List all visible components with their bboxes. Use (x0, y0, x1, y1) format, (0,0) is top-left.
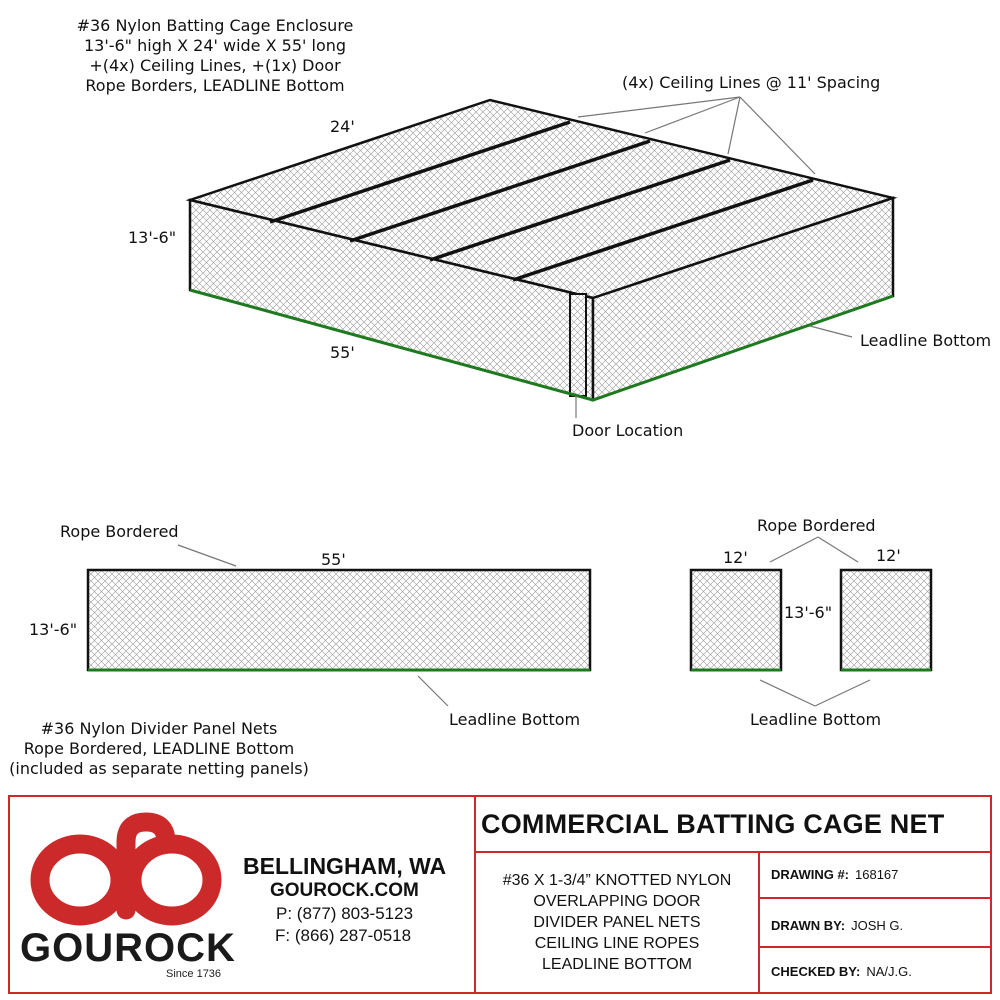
long-length-label: 55' (321, 550, 346, 569)
leader-ceiling-1 (577, 96, 741, 118)
drawn-by-label: DRAWN BY: (771, 918, 846, 933)
divider-panel-short-right (839, 568, 933, 672)
ceiling-line-4 (512, 178, 814, 282)
leader-ceiling-3 (727, 96, 741, 155)
gourock-logo-mark (30, 812, 222, 926)
spec-line-1: #36 X 1-3/4” KNOTTED NYLON (502, 872, 732, 889)
logo-left-ring (30, 834, 130, 926)
ceiling-line-3 (429, 158, 731, 262)
spec-line-2: OVERLAPPING DOOR (533, 893, 701, 910)
spec-line-3: DIVIDER PANEL NETS (533, 914, 701, 931)
title-block-divider-meta (758, 851, 760, 994)
door-overlap (569, 293, 587, 397)
divider-note-line1: #36 Nylon Divider Panel Nets (40, 719, 278, 738)
spec-line-5: LEADLINE BOTTOM (542, 956, 692, 973)
leader-ceiling-2 (644, 96, 741, 134)
checked-by-label: CHECKED BY: (771, 964, 861, 979)
long-leadline-label: Leadline Bottom (449, 710, 581, 729)
enclosure-note-line4: Rope Borders, LEADLINE Bottom (85, 76, 345, 95)
enclosure-note: #36 Nylon Batting Cage Enclosure 13'-6" … (40, 16, 390, 96)
drawn-by-row: DRAWN BY: JOSH G. (771, 917, 903, 935)
drawing-number-label: DRAWING #: (771, 867, 849, 882)
long-rope-label: Rope Bordered (60, 522, 179, 541)
leader-leadline-short-left (759, 679, 816, 707)
divider-note: #36 Nylon Divider Panel Nets Rope Border… (4, 719, 314, 779)
short-left-width-label: 12' (723, 548, 748, 567)
leadline-bottom (189, 288, 894, 402)
checked-by-value: NA/J.G. (866, 964, 912, 979)
short-leadline-label: Leadline Bottom (750, 710, 882, 729)
ceiling-line-1 (269, 120, 571, 224)
title-block-divider-row2 (758, 946, 992, 948)
company-city: BELLINGHAM, WA (243, 853, 447, 879)
door-location-label: Door Location (572, 421, 684, 440)
iso-leadline-label: Leadline Bottom (860, 331, 992, 350)
checked-by-row: CHECKED BY: NA/J.G. (771, 963, 912, 981)
drawn-by-value: JOSH G. (851, 918, 904, 933)
divider-panel-short-left (689, 568, 783, 672)
logo-right-ring (122, 834, 222, 926)
logo-center-stem (116, 812, 176, 920)
leader-leadline-short-right (814, 679, 871, 707)
leader-leadline (809, 325, 853, 338)
enclosure-note-line3: +(4x) Ceiling Lines, +(1x) Door (89, 56, 341, 75)
drawing-number-value: 168167 (855, 867, 899, 882)
divider-panel-long-net (86, 568, 592, 672)
spec-list: #36 X 1-3/4” KNOTTED NYLON OVERLAPPING D… (476, 870, 758, 975)
divider-panels-short (689, 536, 933, 707)
leader-ceiling-4 (739, 96, 816, 175)
iso-length-label: 55' (330, 343, 355, 362)
drawing-number-row: DRAWING #: 168167 (771, 866, 898, 884)
long-height-label: 13'-6" (29, 620, 78, 639)
title-block-divider-title (474, 851, 992, 853)
short-rope-label: Rope Bordered (757, 516, 876, 535)
company-website[interactable]: GOUROCK.COM (270, 880, 419, 901)
leader-rope-short-right (817, 536, 859, 563)
ceiling-line-2 (349, 139, 651, 243)
enclosure-note-line2: 13'-6" high X 24' wide X 55' long (83, 36, 347, 55)
iso-height-label: 13'-6" (128, 228, 177, 247)
divider-note-line3: (included as separate netting panels) (9, 759, 309, 778)
title-block-divider-row1 (758, 897, 992, 899)
leader-leadline-long (417, 675, 449, 707)
enclosure-note-line1: #36 Nylon Batting Cage Enclosure (76, 16, 354, 35)
leader-rope-long (177, 544, 237, 567)
company-phone: P: (877) 803-5123 (276, 904, 414, 923)
company-fax: F: (866) 287-0518 (275, 926, 412, 945)
cage-isometric (185, 96, 898, 418)
divider-note-line2: Rope Bordered, LEADLINE Bottom (23, 739, 295, 758)
divider-panel-long (86, 544, 592, 707)
title-block-divider-main (474, 795, 476, 994)
brand-since: Since 1736 (166, 968, 222, 980)
short-right-width-label: 12' (876, 546, 901, 565)
spec-line-4: CEILING LINE ROPES (534, 935, 700, 952)
iso-width-label: 24' (330, 117, 355, 136)
brand-name: GOUROCK (20, 926, 236, 970)
drawing-title: COMMERCIAL BATTING CAGE NET (481, 809, 945, 839)
ceiling-lines-label: (4x) Ceiling Lines @ 11' Spacing (622, 73, 881, 92)
short-height-label: 13'-6" (784, 603, 833, 622)
drawing-canvas (86, 96, 933, 707)
leader-rope-short-left (769, 536, 819, 563)
title-block (8, 795, 992, 994)
